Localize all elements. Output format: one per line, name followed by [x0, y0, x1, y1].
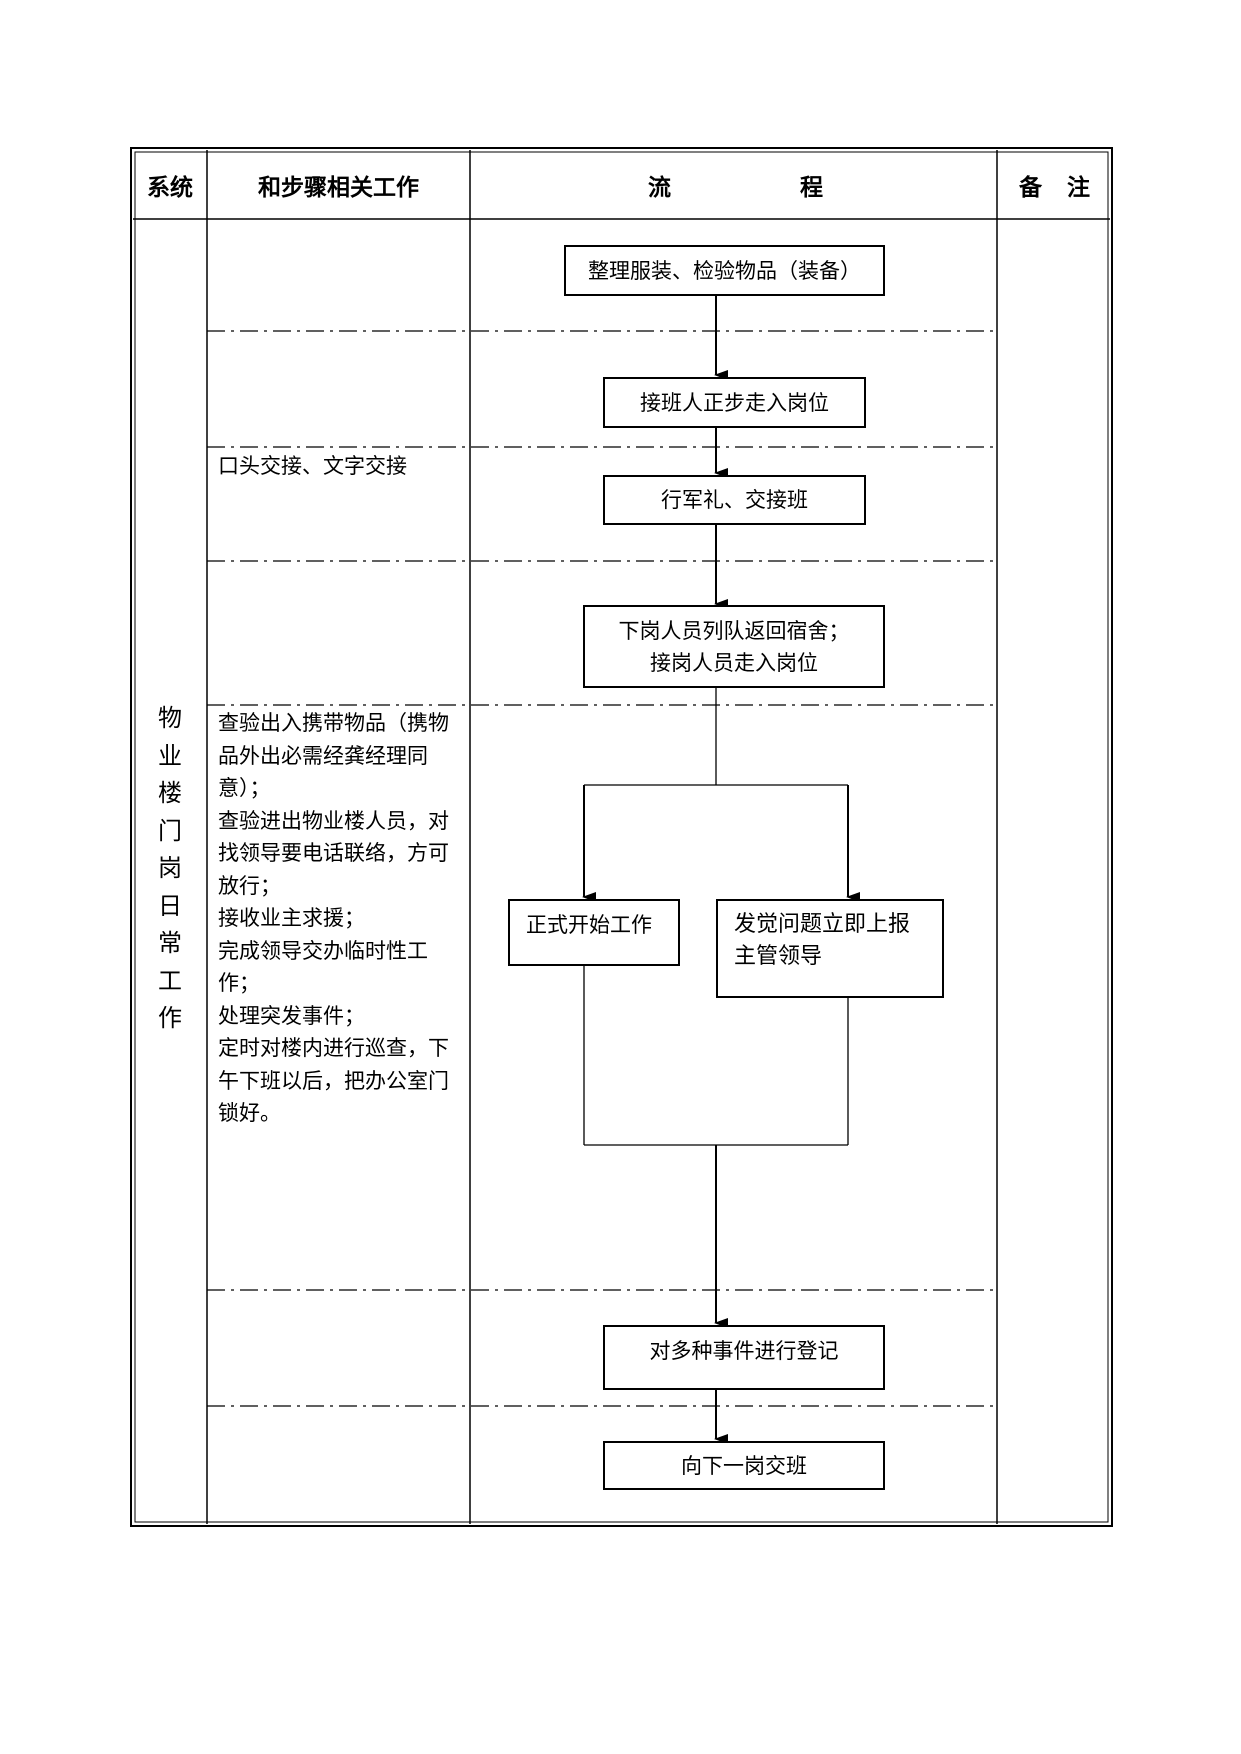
- flow-step-start-work: 正式开始工作: [508, 899, 680, 966]
- flow-step-enter-post: 接班人正步走入岗位: [603, 377, 866, 428]
- flow-step-next-handover: 向下一岗交班: [603, 1441, 885, 1490]
- flow-step-register: 对多种事件进行登记: [603, 1325, 885, 1390]
- header-remarks: 备 注: [1019, 175, 1090, 201]
- flow-step-shift-change: 下岗人员列队返回宿舍； 接岗人员走入岗位: [583, 605, 885, 688]
- flow-step-report-issue: 发觉问题立即上报 主管领导: [716, 899, 944, 998]
- flow-step-salute-handover: 行军礼、交接班: [603, 475, 866, 525]
- note-duties: 查验出入携带物品（携物 品外出必需经龚经理同 意）； 查验进出物业楼人员，对 找…: [218, 711, 449, 1125]
- header-system: 系统: [147, 175, 193, 201]
- flow-step-prepare: 整理服装、检验物品（装备）: [564, 245, 885, 296]
- header-flow: 流 程: [648, 175, 823, 201]
- note-handover: 口头交接、文字交接: [218, 454, 407, 478]
- system-label: 物 业 楼 门 岗 日 常 工 作: [158, 704, 182, 1032]
- header-related-work: 和步骤相关工作: [258, 175, 419, 201]
